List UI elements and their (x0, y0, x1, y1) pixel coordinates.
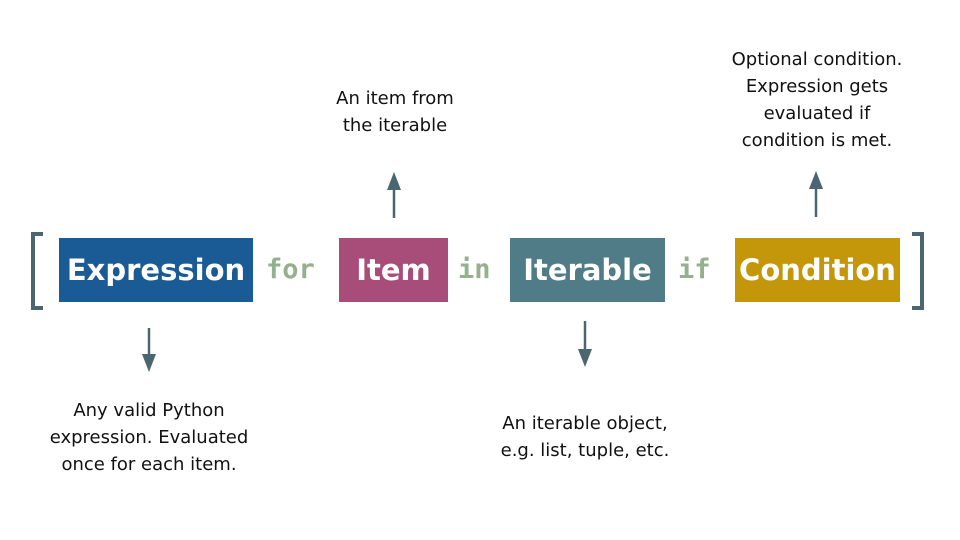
iterable-annotation-line: e.g. list, tuple, etc. (500, 440, 670, 461)
item-up-arrow (387, 172, 401, 218)
item-annotation-line: the iterable (342, 115, 448, 136)
item-box: Item (339, 238, 448, 302)
condition-annotation-line: condition is met. (741, 130, 893, 151)
in-keyword: in (458, 254, 491, 285)
condition-annotation-line: Optional condition. (731, 49, 903, 70)
right-bracket (912, 232, 924, 310)
condition-annotation-line: Expression gets (745, 76, 889, 97)
iterable-box: Iterable (510, 238, 665, 302)
item-annotation: An item from the iterable (300, 85, 490, 139)
expression-annotation-line: expression. Evaluated (49, 427, 249, 448)
item-annotation-line: An item from (336, 88, 454, 109)
expression-box: Expression (59, 238, 253, 302)
if-keyword: if (678, 254, 711, 285)
condition-annotation: Optional condition. Expression gets eval… (700, 46, 934, 154)
left-bracket (31, 232, 43, 310)
condition-box: Condition (735, 238, 900, 302)
condition-annotation-line: evaluated if (763, 103, 871, 124)
expression-annotation: Any valid Python expression. Evaluated o… (24, 397, 274, 478)
expression-down-arrow (142, 328, 156, 372)
iterable-annotation-line: An iterable object, (502, 413, 668, 434)
for-keyword: for (266, 254, 315, 285)
iterable-down-arrow (578, 321, 592, 367)
expression-annotation-line: Any valid Python (73, 400, 225, 421)
iterable-annotation: An iterable object, e.g. list, tuple, et… (465, 410, 705, 464)
expression-annotation-line: once for each item. (61, 454, 237, 475)
condition-up-arrow (809, 171, 823, 217)
